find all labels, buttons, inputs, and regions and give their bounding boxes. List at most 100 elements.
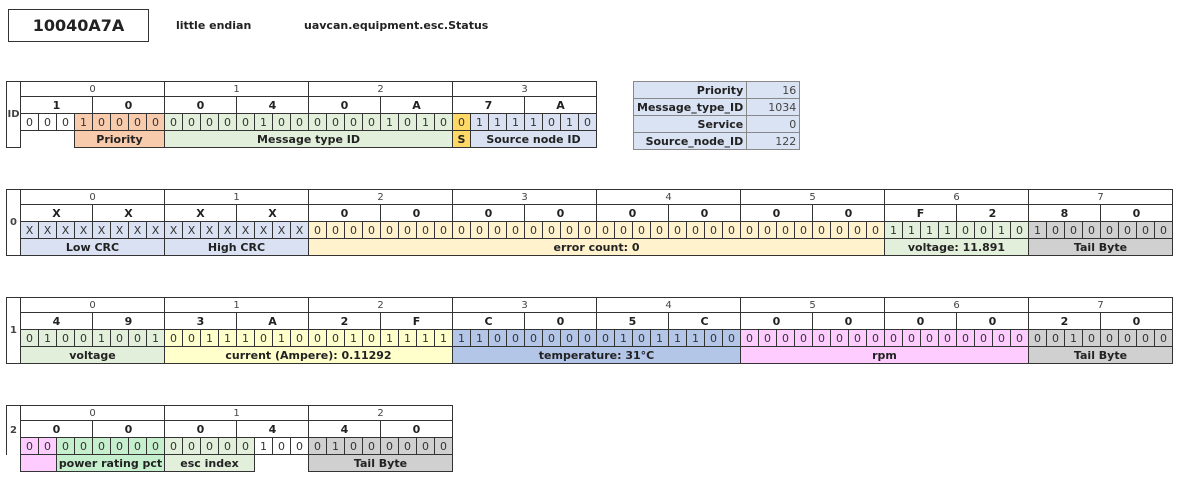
hex-digit: A: [524, 96, 597, 114]
bit-cell: 1: [92, 329, 111, 347]
bit-cell: 0: [740, 221, 759, 239]
bit-cell: 0: [110, 437, 129, 455]
bit-cell: 0: [1100, 329, 1119, 347]
hex-digit: X: [236, 204, 309, 222]
hex-digit: X: [20, 204, 93, 222]
hex-digit: 0: [20, 420, 93, 438]
bit-cell: X: [218, 221, 237, 239]
bit-cell: 0: [722, 329, 741, 347]
bit-cell: 0: [290, 437, 309, 455]
hex-digit: C: [668, 312, 741, 330]
hex-digit: 4: [236, 420, 309, 438]
bit-cell: 0: [1082, 221, 1101, 239]
frame-row-label: 0: [6, 189, 21, 256]
bit-cell: 0: [506, 221, 525, 239]
endianness-label: little endian: [176, 19, 252, 32]
hex-digit: 2: [308, 312, 381, 330]
can-id-box: 10040A7A: [8, 9, 149, 42]
byte-index: 5: [740, 297, 885, 313]
can-id: 10040A7A: [32, 16, 125, 35]
bit-cell: 0: [398, 221, 417, 239]
bit-cell: 0: [794, 221, 813, 239]
bit-cell: 0: [920, 329, 939, 347]
hex-digit: C: [452, 312, 525, 330]
bit-cell: 0: [308, 221, 327, 239]
bit-cell: 0: [884, 329, 903, 347]
bit-cell: 0: [56, 113, 75, 131]
field-label: esc index: [164, 454, 255, 472]
bit-cell: 1: [938, 221, 957, 239]
bit-cell: 0: [578, 221, 597, 239]
byte-index: 4: [596, 297, 741, 313]
bit-cell: 1: [398, 329, 417, 347]
field-label: current (Ampere): 0.11292: [164, 346, 453, 364]
byte-index: 1: [164, 297, 309, 313]
field-label: Source node ID: [470, 130, 597, 148]
hex-digit: 0: [452, 204, 525, 222]
byte-index: 0: [20, 405, 165, 421]
bit-cell: 0: [20, 113, 39, 131]
byte-index: 1: [164, 405, 309, 421]
hex-digit: 0: [812, 312, 885, 330]
bit-cell: X: [56, 221, 75, 239]
bit-cell: 0: [1118, 221, 1137, 239]
bit-cell: 0: [74, 437, 93, 455]
frame-row-label: ID: [6, 81, 21, 148]
bit-cell: 0: [632, 221, 651, 239]
bit-cell: 0: [578, 113, 597, 131]
byte-index: 2: [308, 81, 453, 97]
byte-index: 1: [164, 81, 309, 97]
bit-cell: 0: [182, 113, 201, 131]
bit-cell: 0: [992, 329, 1011, 347]
field-label: Tail Byte: [1028, 346, 1173, 364]
byte-index: 2: [308, 405, 453, 421]
byte-index: 2: [308, 297, 453, 313]
bit-cell: 0: [758, 221, 777, 239]
hex-digit: 0: [92, 420, 165, 438]
bit-cell: 0: [560, 329, 579, 347]
bit-cell: 0: [434, 221, 453, 239]
hex-digit: 4: [308, 420, 381, 438]
bit-cell: 1: [272, 329, 291, 347]
bit-cell: 0: [146, 113, 165, 131]
bit-cell: 0: [1064, 221, 1083, 239]
bit-cell: 0: [1010, 329, 1029, 347]
byte-index: 0: [20, 81, 165, 97]
bit-cell: 0: [326, 329, 345, 347]
byte-index: 0: [20, 297, 165, 313]
bit-cell: 1: [380, 113, 399, 131]
bit-cell: 1: [146, 329, 165, 347]
bit-cell: 0: [344, 221, 363, 239]
bit-cell: 0: [38, 437, 57, 455]
bit-cell: 1: [686, 329, 705, 347]
bit-cell: 0: [668, 221, 687, 239]
bit-cell: 0: [236, 437, 255, 455]
bit-cell: 1: [218, 329, 237, 347]
bit-cell: 0: [740, 329, 759, 347]
bit-cell: 0: [92, 113, 111, 131]
field-label: [20, 130, 75, 148]
bit-cell: 0: [1082, 329, 1101, 347]
hex-digit: 0: [308, 204, 381, 222]
field-label: voltage: [20, 346, 165, 364]
hex-digit: 1: [20, 96, 93, 114]
bit-cell: 1: [470, 113, 489, 131]
hex-digit: 0: [740, 204, 813, 222]
field-label: temperature: 31°C: [452, 346, 741, 364]
bit-cell: 1: [380, 329, 399, 347]
hex-digit: 0: [164, 420, 237, 438]
bit-cell: 0: [362, 113, 381, 131]
bit-cell: 0: [398, 113, 417, 131]
bit-cell: X: [74, 221, 93, 239]
hex-digit: 8: [1028, 204, 1101, 222]
bit-cell: 0: [812, 221, 831, 239]
bit-cell: 0: [326, 221, 345, 239]
bit-cell: 1: [200, 329, 219, 347]
bit-cell: 0: [20, 437, 39, 455]
